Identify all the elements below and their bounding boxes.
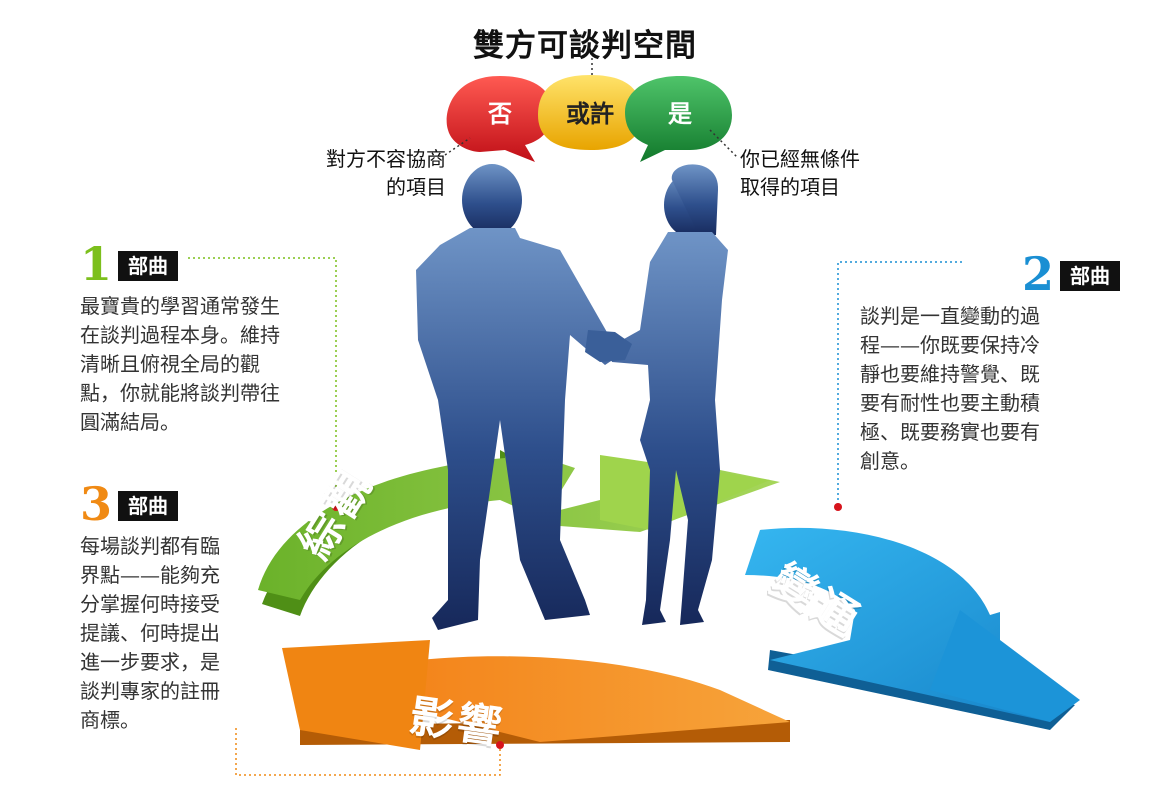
handshake [585,330,632,362]
section-2-header: 2 部曲 [860,247,1120,301]
orange-arrow-head [282,640,430,750]
section1-dot [332,503,340,511]
section-1-line: 圓滿結局。 [80,410,180,434]
bubble-red [446,76,553,162]
green-arrow [258,445,780,600]
businessman-silhouette [416,164,620,630]
bubble-green [625,76,732,162]
section2-leader [837,261,962,505]
left-callout-leader [444,137,471,156]
section-3-line: 分掌握何時接受 [80,592,220,616]
section-1: 1 部曲 最寶貴的學習通常發生 在談判過程本身。維持 清晰且俯視全局的觀 點，你… [80,238,380,437]
section-2-body: 談判是一直變動的過 程——你既要保持冷 靜也要維持警覺、既 要有耐性也要主動積 … [860,302,1080,476]
bubble-label-no: 否 [488,100,512,128]
section-1-line: 清晰且俯視全局的觀 [80,352,260,376]
section-1-line: 點，你就能將談判帶往 [80,381,280,405]
left-callout-line: 的項目 [386,175,446,199]
section-2-number: 2 [1021,247,1054,301]
section2-dot [834,503,842,511]
businesswoman-silhouette [608,164,728,625]
left-callout-line: 對方不容協商 [326,147,446,171]
bubble-yellow [538,75,642,150]
section-3-line: 界點——能夠充 [80,563,220,587]
section-2-badge: 部曲 [1060,261,1120,291]
section-2-line: 極、既要務實也要有 [860,420,1040,444]
left-callout: 對方不容協商 的項目 [296,145,446,201]
section-3: 3 部曲 每場談判都有臨 界點——能夠充 分掌握何時接受 提議、何時提出 進一步… [80,478,330,735]
section-1-body: 最寶貴的學習通常發生 在談判過程本身。維持 清晰且俯視全局的觀 點，你就能將談判… [80,292,338,437]
section-3-line: 提議、何時提出 [80,621,220,645]
section-3-line: 進一步要求，是 [80,650,220,674]
right-callout-line: 取得的項目 [740,175,840,199]
right-callout-leader [709,129,739,159]
right-callout-line: 你已經無條件 [740,147,860,171]
section-1-number: 1 [80,237,113,291]
section-3-line: 商標。 [80,708,140,732]
diagram-title: 雙方可談判空間 [473,28,697,64]
section3-dot [496,741,504,749]
orange-arrow-label: 影響 [406,690,509,755]
bubble-label-yes: 是 [668,100,692,128]
section-2-line: 談判是一直變動的過 [860,304,1040,328]
section-1-line: 最寶貴的學習通常發生 [80,294,280,318]
section-3-number: 3 [80,477,113,531]
section-3-line: 每場談判都有臨 [80,534,220,558]
section-1-header: 1 部曲 [80,237,380,291]
section-2-line: 靜也要維持警覺、既 [860,362,1040,386]
right-callout: 你已經無條件 取得的項目 [740,145,930,201]
section-3-badge: 部曲 [118,491,179,521]
section-3-header: 3 部曲 [80,477,330,531]
section-1-line: 在談判過程本身。維持 [80,323,280,347]
section-1-badge: 部曲 [118,251,179,281]
section-3-line: 談判專家的註冊 [80,679,220,703]
blue-arrow-head [930,610,1080,722]
section-3-body: 每場談判都有臨 界點——能夠充 分掌握何時接受 提議、何時提出 進一步要求，是 … [80,532,255,735]
section-2-line: 要有耐性也要主動積 [860,391,1040,415]
bubble-label-maybe: 或許 [566,100,614,128]
section-2-line: 創意。 [860,449,920,473]
section-2-line: 程——你既要保持冷 [860,333,1040,357]
section-2: 2 部曲 談判是一直變動的過 程——你既要保持冷 靜也要維持警覺、既 要有耐性也… [860,248,1120,476]
